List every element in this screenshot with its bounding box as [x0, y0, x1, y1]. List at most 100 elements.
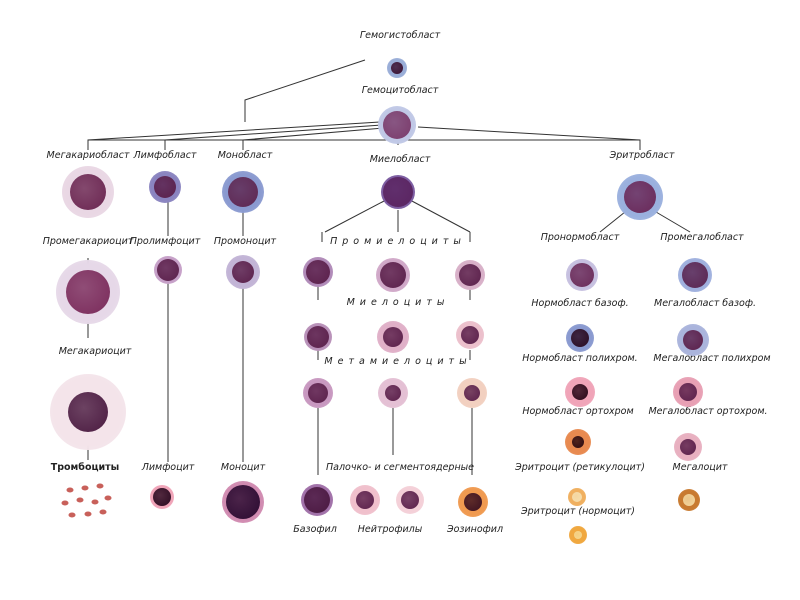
nucleus — [226, 485, 260, 519]
platelet — [91, 499, 99, 505]
label-hemohistioblast: Гемогистобласт — [359, 30, 441, 41]
label-neutrophils: Нейтрофилы — [357, 524, 423, 535]
normocyte-cell — [569, 526, 587, 544]
nucleus — [70, 174, 106, 210]
platelet — [68, 512, 76, 518]
nucleus — [570, 263, 594, 287]
label-promegaloblast: Промегалобласт — [660, 232, 744, 243]
label-erythroblast: Эритробласт — [609, 150, 675, 161]
label-eosinophil: Эозинофил — [446, 524, 504, 535]
neutrophil-segmented-cell — [396, 486, 424, 514]
normoblast-orthochromatic-cell — [565, 377, 595, 407]
label-megaloblast-polychromatic: Мегалобласт полихром — [653, 353, 771, 364]
promyelocyte-cell — [303, 257, 333, 287]
label-reticulocyte: Эритроцит (ретикулоцит) — [515, 462, 645, 473]
promyelocyte-cell — [455, 260, 485, 290]
nucleus — [401, 491, 419, 509]
platelet — [84, 511, 92, 517]
nucleus — [380, 262, 406, 288]
megalocyte-mature-cell — [678, 489, 700, 511]
platelet — [76, 497, 84, 503]
nucleus — [153, 488, 171, 506]
megaloblast-basophilic-cell — [678, 258, 712, 292]
label-metamyelocytes: Метамиелоциты — [324, 356, 472, 367]
basophil-cell — [301, 484, 333, 516]
nucleus — [391, 62, 403, 74]
myelocyte-cell — [377, 321, 409, 353]
metamyelocyte-cell — [378, 378, 408, 408]
label-thrombocytes: Тромбоциты — [50, 462, 120, 473]
nucleus — [572, 384, 588, 400]
neutrophil-band-cell — [350, 485, 380, 515]
normoblast-basophilic-cell — [566, 259, 598, 291]
label-band-segmented: Палочко- и сегментоядерные — [326, 462, 474, 473]
promonocyte-cell — [226, 255, 260, 289]
label-monocyte: Моноцит — [220, 462, 266, 473]
nucleus — [232, 261, 254, 283]
lymphoblast-cell — [149, 171, 181, 203]
erythroblast-cell — [617, 174, 663, 220]
label-megakaryocyte: Мегакариоцит — [58, 346, 132, 357]
label-promegakaryocyte: Промегакариоцит — [42, 236, 134, 247]
platelet — [66, 487, 74, 493]
label-myeloblast: Миелобласт — [369, 154, 431, 165]
label-pronormoblast: Пронормобласт — [540, 232, 620, 243]
hemocytoblast-cell — [378, 106, 416, 144]
nucleus — [308, 383, 328, 403]
label-normocyte: Эритроцит (нормоцит) — [520, 506, 636, 517]
megalocyte-cell — [674, 433, 702, 461]
label-normoblast-orthochromatic: Нормобласт ортохром — [522, 406, 634, 417]
nucleus — [459, 264, 481, 286]
megaloblast-orthochromatic-cell — [673, 377, 703, 407]
nucleus — [383, 111, 411, 139]
platelet — [61, 500, 69, 506]
nucleus — [572, 492, 582, 502]
label-promyelocytes: Промиелоциты — [330, 236, 466, 247]
megakaryoblast-cell — [62, 166, 114, 218]
nucleus — [383, 177, 413, 207]
platelet — [99, 509, 107, 515]
nucleus — [571, 329, 589, 347]
platelet — [96, 483, 104, 489]
nucleus — [157, 259, 179, 281]
promyelocyte-cell — [376, 258, 410, 292]
label-megaloblast-basophilic: Мегалобласт базоф. — [654, 298, 756, 309]
nucleus — [464, 493, 482, 511]
nucleus — [154, 176, 176, 198]
promegakaryocyte-cell — [56, 260, 120, 324]
megaloblast-polychromatic-cell — [677, 324, 709, 356]
nucleus — [228, 177, 258, 207]
prolymphocyte-cell — [154, 256, 182, 284]
eosinophil-cell — [458, 487, 488, 517]
nucleus — [356, 491, 374, 509]
metamyelocyte-cell — [457, 378, 487, 408]
label-prolymphocyte: Пролимфоцит — [129, 236, 201, 247]
label-normoblast-polychromatic: Нормобласт полихром. — [522, 353, 638, 364]
megakaryocyte-cell — [50, 374, 126, 450]
monoblast-cell — [222, 171, 264, 213]
myelocyte-cell — [456, 321, 484, 349]
nucleus — [683, 330, 703, 350]
platelet — [104, 495, 112, 501]
nucleus — [68, 392, 108, 432]
label-monoblast: Монобласт — [217, 150, 273, 161]
nucleus — [572, 436, 584, 448]
nucleus — [683, 494, 695, 506]
platelet — [81, 485, 89, 491]
nucleus — [461, 326, 479, 344]
metamyelocyte-cell — [303, 378, 333, 408]
hemohistioblast-cell — [387, 58, 407, 78]
label-megakaryoblast: Мегакариобласт — [46, 150, 130, 161]
nucleus — [680, 439, 696, 455]
label-hemocytoblast: Гемоцитобласт — [361, 85, 439, 96]
nucleus — [304, 487, 330, 513]
nucleus — [464, 385, 480, 401]
normocyte-cell — [568, 488, 586, 506]
nucleus — [385, 385, 401, 401]
nucleus — [66, 270, 110, 314]
nucleus — [383, 327, 403, 347]
label-megaloblast-orthochromatic: Мегалобласт ортохром. — [648, 406, 768, 417]
myeloblast-cell — [381, 175, 415, 209]
lymphocyte-cell — [150, 485, 174, 509]
